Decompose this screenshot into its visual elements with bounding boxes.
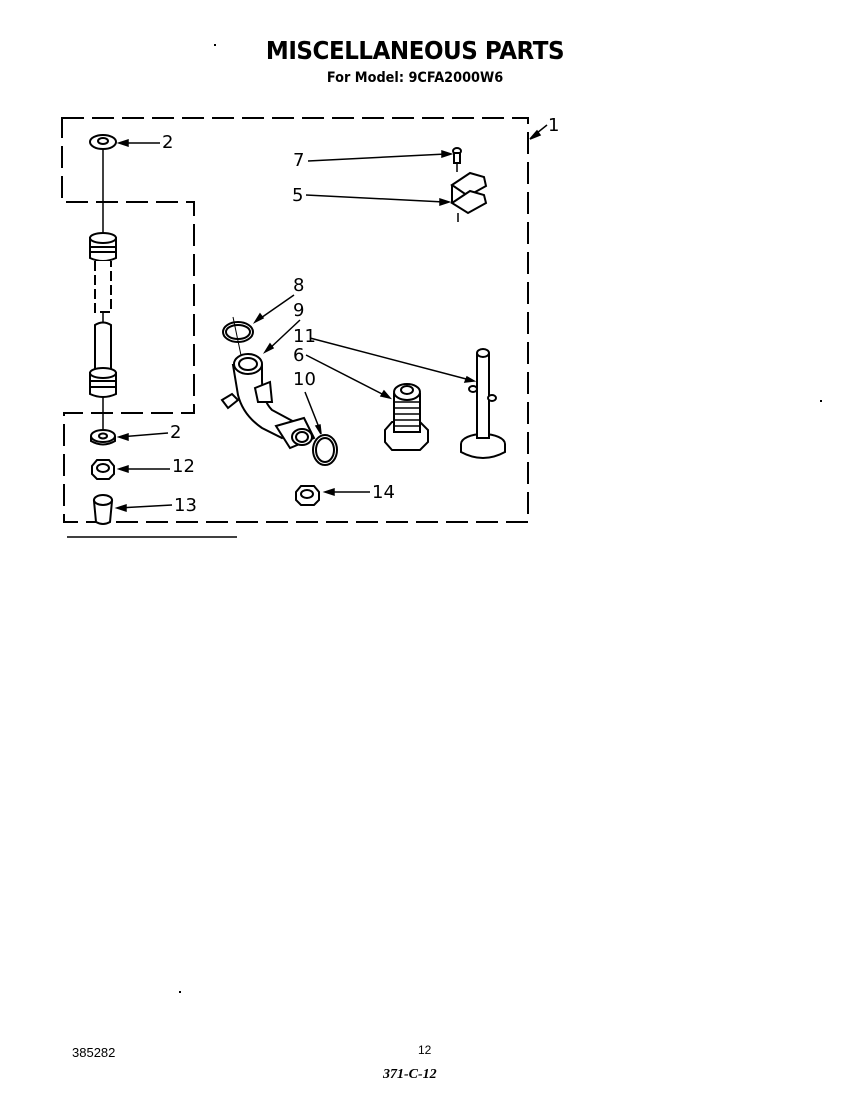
handwritten-reference: 371-C-12 xyxy=(383,1067,437,1082)
callout-8: 8 xyxy=(293,275,305,296)
callout-9: 9 xyxy=(293,300,305,321)
scan-speck xyxy=(179,991,181,993)
callout-12: 12 xyxy=(172,456,195,477)
washer-top-icon xyxy=(89,134,117,150)
leveling-leg-11-icon xyxy=(460,348,506,459)
callout-2-top: 2 xyxy=(162,132,174,153)
washer-bottom-icon xyxy=(90,429,116,446)
callout-5: 5 xyxy=(292,185,304,206)
screw-7-icon xyxy=(452,147,462,164)
scan-speck xyxy=(820,400,822,402)
callout-7: 7 xyxy=(293,150,305,171)
hose-clamp-10-icon xyxy=(312,434,338,466)
callout-1: 1 xyxy=(548,115,560,136)
callout-10: 10 xyxy=(293,369,316,390)
group-outline-dashed xyxy=(61,117,529,523)
callout-13: 13 xyxy=(174,495,197,516)
callout-6: 6 xyxy=(293,345,305,366)
lower-bushing-icon xyxy=(89,321,117,398)
hex-nut-14-icon xyxy=(295,485,320,506)
document-number: 385282 xyxy=(72,1045,116,1060)
model-subtitle: For Model: 9CFA2000W6 xyxy=(326,70,504,86)
page-number: 12 xyxy=(418,1043,432,1057)
hex-nut-12-icon xyxy=(91,459,115,480)
elbow-hose-9-icon xyxy=(220,353,316,450)
callout-2-bottom: 2 xyxy=(170,422,182,443)
bracket-clip-5-icon xyxy=(450,171,488,215)
page-title: MISCELLANEOUS PARTS xyxy=(265,36,565,65)
callout-14: 14 xyxy=(372,482,395,503)
scan-speck xyxy=(214,44,216,46)
upper-sleeve-icon xyxy=(89,232,117,313)
cap-sleeve-13-icon xyxy=(92,494,114,525)
callout-11: 11 xyxy=(293,326,316,347)
threaded-fitting-6-icon xyxy=(384,383,429,451)
